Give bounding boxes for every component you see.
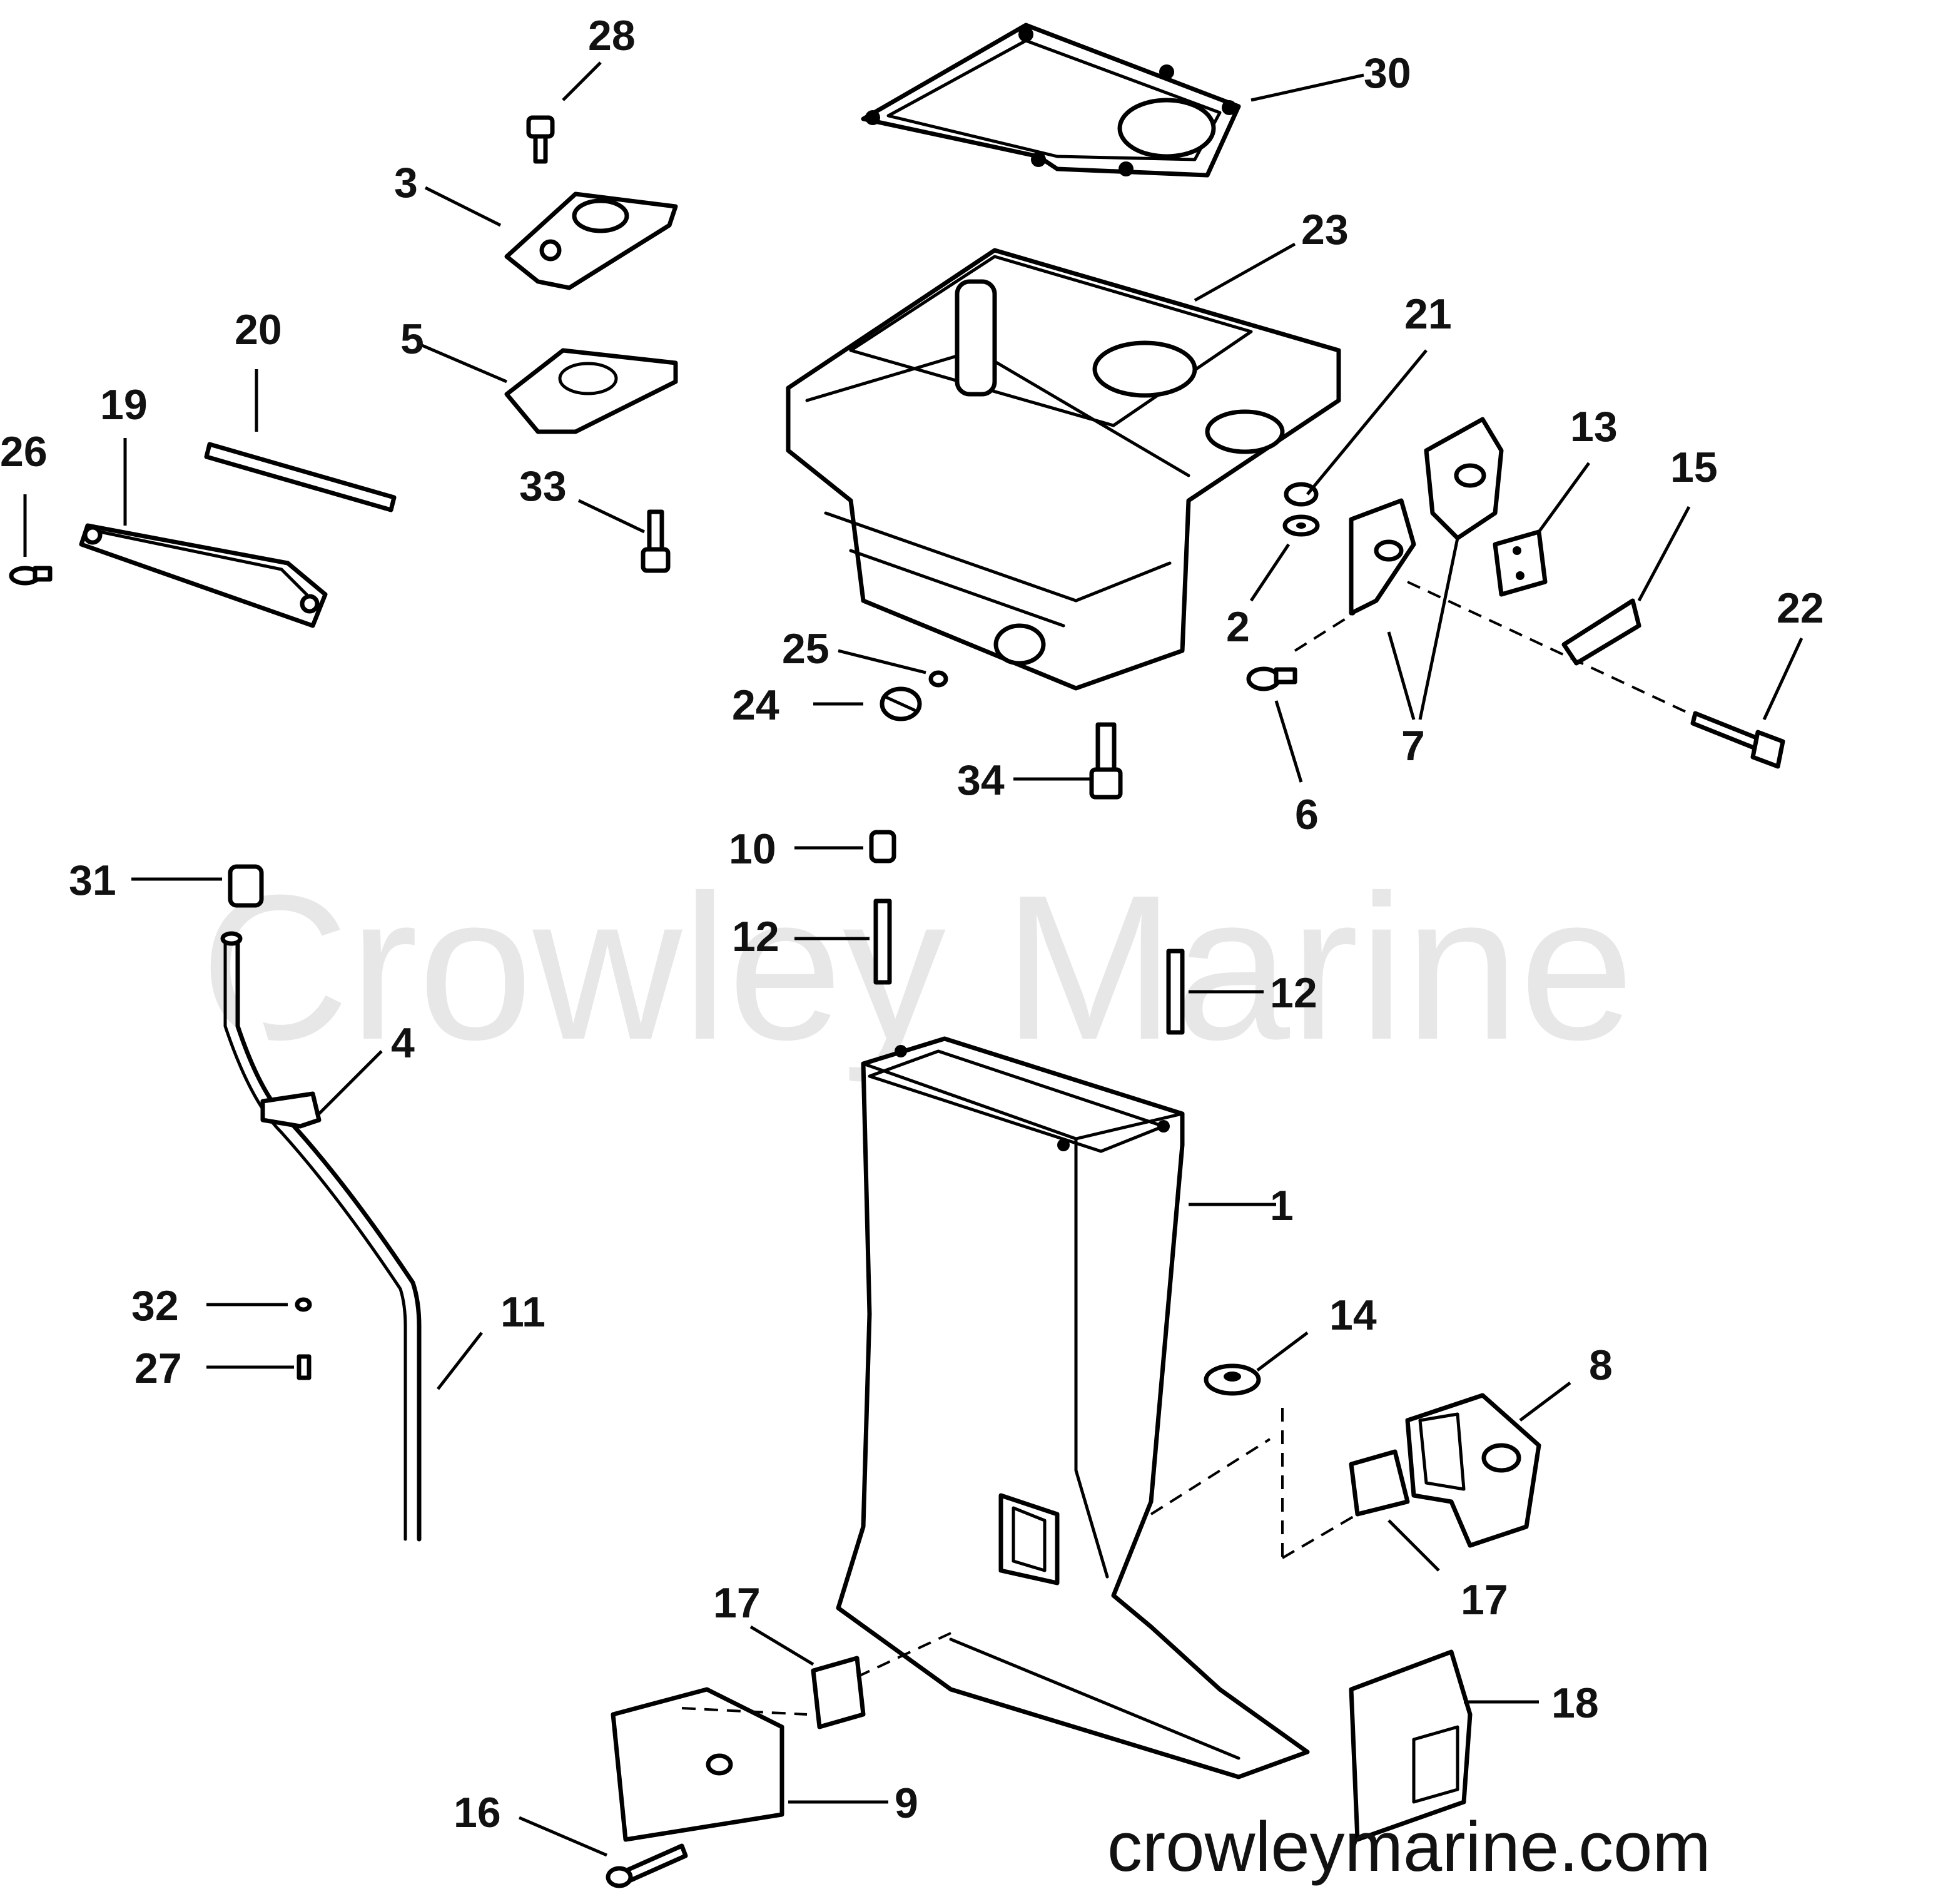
callout-3: 3	[394, 159, 418, 206]
callout-21: 21	[1404, 290, 1452, 338]
callout-4: 4	[391, 1019, 415, 1067]
callout-25: 25	[782, 625, 829, 673]
rubber-block-17-left	[811, 1656, 866, 1729]
bracket-7	[1349, 417, 1504, 616]
screw-27	[297, 1354, 312, 1380]
callout-6: 6	[1295, 791, 1319, 838]
callout-32: 32	[131, 1282, 179, 1330]
stud-12-left	[873, 899, 892, 985]
plug-24	[880, 686, 922, 721]
clip-4	[260, 1091, 322, 1129]
callout-15: 15	[1670, 444, 1718, 491]
o-ring-32	[295, 1297, 312, 1312]
nut-21	[1284, 482, 1319, 507]
exhaust-housing-1	[836, 1036, 1310, 1779]
callout-33: 33	[519, 462, 567, 510]
callout-24: 24	[732, 681, 779, 729]
callout-2: 2	[1226, 603, 1250, 651]
adapter-housing-23	[786, 248, 1341, 691]
footer-url: crowleymarine.com	[1107, 1808, 1711, 1886]
callout-11: 11	[500, 1288, 545, 1336]
rubber-block-17-right	[1349, 1449, 1410, 1517]
callout-20: 20	[235, 306, 282, 354]
gasket-19	[79, 523, 328, 628]
mount-bracket-8	[1405, 1393, 1541, 1548]
screw-33	[641, 509, 671, 573]
callout-7: 7	[1401, 722, 1425, 770]
gasket-5	[504, 348, 678, 434]
water-tube-11	[220, 931, 422, 1542]
callout-31: 31	[69, 857, 116, 904]
plate-15	[1561, 598, 1641, 666]
callout-13: 13	[1570, 403, 1618, 451]
stud-12-right	[1166, 949, 1185, 1035]
screw-6	[1246, 666, 1297, 691]
callout-10: 10	[729, 825, 776, 873]
callout-34: 34	[957, 756, 1005, 804]
callout-17-left: 17	[713, 1579, 761, 1627]
grommet-14	[1204, 1363, 1261, 1396]
callout-17-right: 17	[1461, 1576, 1508, 1624]
callout-12-right: 12	[1270, 969, 1317, 1017]
cover-18	[1349, 1649, 1473, 1842]
bolt-22	[1690, 711, 1785, 769]
seal-strip-20	[204, 442, 397, 512]
callout-22: 22	[1777, 584, 1824, 632]
callout-26: 26	[0, 428, 48, 476]
dowel-pin-10	[869, 830, 896, 863]
callout-14: 14	[1329, 1291, 1377, 1339]
o-ring-25	[928, 670, 948, 688]
callout-16: 16	[454, 1789, 501, 1836]
callout-18: 18	[1551, 1679, 1599, 1727]
screw-28	[526, 115, 555, 164]
leader-lines	[23, 61, 1803, 1857]
callout-labels: 30 28 3 23 20 5 19 33 26 21 2 13 15 22 2…	[0, 12, 1824, 1836]
plate-3	[504, 191, 678, 290]
callout-1: 1	[1270, 1182, 1294, 1229]
mount-lower-9	[611, 1687, 784, 1842]
callout-12-left: 12	[732, 913, 779, 960]
callout-27: 27	[134, 1345, 182, 1392]
callout-23: 23	[1301, 206, 1349, 253]
gasket-30	[861, 23, 1241, 178]
washer-2	[1282, 514, 1320, 537]
bolt-16	[606, 1843, 688, 1888]
callout-5: 5	[400, 315, 424, 363]
dowel-pin-31	[228, 864, 264, 908]
block-13	[1493, 529, 1548, 597]
stud-34	[1089, 722, 1123, 800]
callout-28: 28	[588, 12, 636, 59]
callout-19: 19	[100, 381, 148, 429]
screw-26	[9, 566, 53, 586]
callout-8: 8	[1589, 1341, 1613, 1389]
alignment-lines	[681, 581, 1690, 1716]
callout-30: 30	[1364, 49, 1411, 97]
callout-9: 9	[895, 1779, 918, 1827]
